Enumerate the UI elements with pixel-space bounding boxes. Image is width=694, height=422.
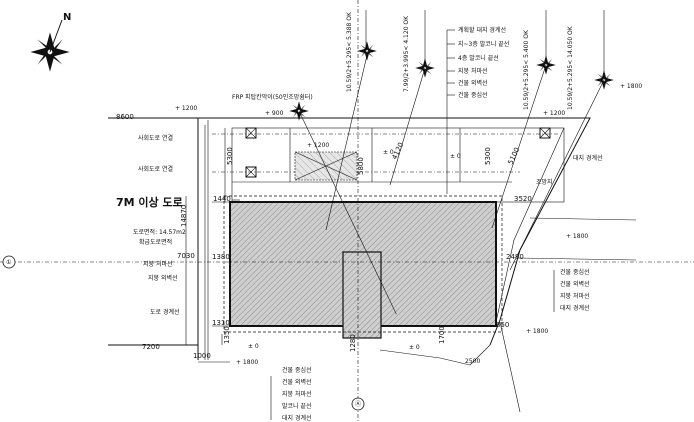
level-markers: + 1200 + 900 + 1200 + 1200 ± 0 ± 0 + 180… <box>175 83 642 366</box>
svg-text:①: ① <box>6 259 11 266</box>
dim-v-5300-right: 5300 <box>484 147 492 165</box>
top-legend: 계획할 대지 경계선 지~3층 발코니 끝선 4층 발코니 끝선 지붕 처마선 … <box>447 26 509 99</box>
level-1800-a: + 1800 <box>620 83 642 90</box>
bottom-legend-item: 발코니 끝선 <box>282 402 312 410</box>
dimension-lines-left <box>185 120 240 360</box>
frp-label: FRP 피탑칸막이(50인조망쉼터) <box>232 93 313 101</box>
bottom-legend-item: 건물 외벽선 <box>282 378 312 386</box>
slant-label-3: 10.59/2+5.295< 5.400 OK <box>523 29 530 110</box>
slant-label-2: 7.99/2+3.995< 4.120 OK <box>403 15 410 92</box>
level-1200-a: + 1200 <box>175 105 197 112</box>
level-0-b: ± 0 <box>450 153 461 160</box>
level-900: + 900 <box>265 110 284 117</box>
dim-bottom-1280: 1280 <box>349 334 357 352</box>
top-legend-item: 4층 발코니 끝선 <box>458 54 499 62</box>
dim-setback-bottom-left: 1310 <box>212 319 230 327</box>
right-legend: 건물 중심선 건물 외벽선 지붕 처마선 대지 경계선 <box>553 268 590 312</box>
left-label-roof-line: 지붕 처마선 <box>143 260 173 268</box>
north-arrow-icon: N <box>29 12 71 73</box>
dim-left-mid: 7030 <box>177 252 195 260</box>
level-0-a: ± 0 <box>383 149 394 156</box>
dim-v-5100: 5100 <box>507 146 522 166</box>
left-labels: 사회도로 연결 사회도로 연결 7M 이상 도로 도로면적: 14.57m2 확… <box>116 134 186 316</box>
road-label: 7M 이상 도로 <box>116 195 183 209</box>
north-label: N <box>63 12 71 23</box>
left-label-adjacent-mid: 사회도로 연결 <box>138 165 173 173</box>
dim-v-5800: 5800 <box>357 157 365 175</box>
right-legend-item: 대지 경계선 <box>560 304 590 312</box>
dim-bottom-left: 1000 <box>193 352 211 360</box>
road-boundaries <box>108 117 560 363</box>
level-1800-d: + 1800 <box>236 359 258 366</box>
site-upper-zone <box>212 127 565 203</box>
bottom-legend: 건물 중심선 건물 외벽선 지붕 처마선 발코니 끝선 대지 경계선 <box>270 366 312 422</box>
level-0-d: ± 0 <box>409 344 420 351</box>
slope-label: 조망지 <box>536 178 553 186</box>
dim-bottom-1350: 1350 <box>223 326 231 344</box>
top-legend-item: 건물 외벽선 <box>458 79 488 87</box>
left-label-wall-line: 지붕 외벽선 <box>148 274 178 282</box>
sun-angle-markers <box>288 40 615 122</box>
left-label-road-area: 도로면적: 14.57m2 <box>133 228 186 236</box>
left-label-road-boundary: 도로 경계선 <box>150 308 180 316</box>
star-icon <box>356 40 378 62</box>
right-legend-item: 건물 외벽선 <box>560 280 590 288</box>
svg-text:Ⓐ: Ⓐ <box>355 400 361 408</box>
dim-v-5300-left: 5300 <box>226 147 234 165</box>
dim-setback-mid-left: 1380 <box>212 253 230 261</box>
dim-setback-mid-right: 2480 <box>506 253 524 261</box>
level-2500: 2500 <box>465 358 480 365</box>
dim-left-side: 14870 <box>180 205 188 227</box>
top-legend-item: 지붕 처마선 <box>458 67 488 75</box>
level-1200-b: + 1200 <box>307 142 329 149</box>
slant-calculation-labels: 10.59/2+5.295< 5.388 OK 7.99/2+3.995< 4.… <box>346 11 574 110</box>
slant-label-4: 10.59/2+5.295< 14.050 OK <box>567 25 574 110</box>
bottom-legend-item: 건물 중심선 <box>282 366 312 374</box>
level-1800-b: + 1800 <box>566 233 588 240</box>
level-1800-c: + 1800 <box>526 328 548 335</box>
building-footprint <box>223 195 503 339</box>
level-0-c: ± 0 <box>248 343 259 350</box>
level-1200-c: + 1200 <box>543 110 565 117</box>
right-legend-item: 건물 중심선 <box>560 268 590 276</box>
dim-top-width: 8600 <box>116 113 134 121</box>
dim-bottom-850: 850 <box>496 321 509 329</box>
dim-setback-top-left: 1440 <box>213 195 231 203</box>
left-label-adjacent-top: 사회도로 연결 <box>138 134 173 142</box>
right-legend-item: 지붕 처마선 <box>560 292 590 300</box>
dim-bottom-1700: 1700 <box>438 326 446 344</box>
top-legend-item: 건물 중심선 <box>458 91 488 99</box>
dim-setback-top-right: 3520 <box>514 195 532 203</box>
left-label-road-note: 확급도로면적 <box>139 238 172 246</box>
bottom-legend-item: 대지 경계선 <box>282 414 312 422</box>
setback-lines <box>298 10 605 315</box>
slant-label-1: 10.59/2+5.295< 5.388 OK <box>346 11 353 92</box>
dim-left-bottom: 7200 <box>142 343 160 351</box>
boundary-label: 대지 경계선 <box>573 154 603 162</box>
top-legend-item: 지~3층 발코니 끝선 <box>458 40 509 48</box>
bottom-legend-item: 지붕 처마선 <box>282 390 312 398</box>
top-legend-item: 계획할 대지 경계선 <box>458 26 506 34</box>
